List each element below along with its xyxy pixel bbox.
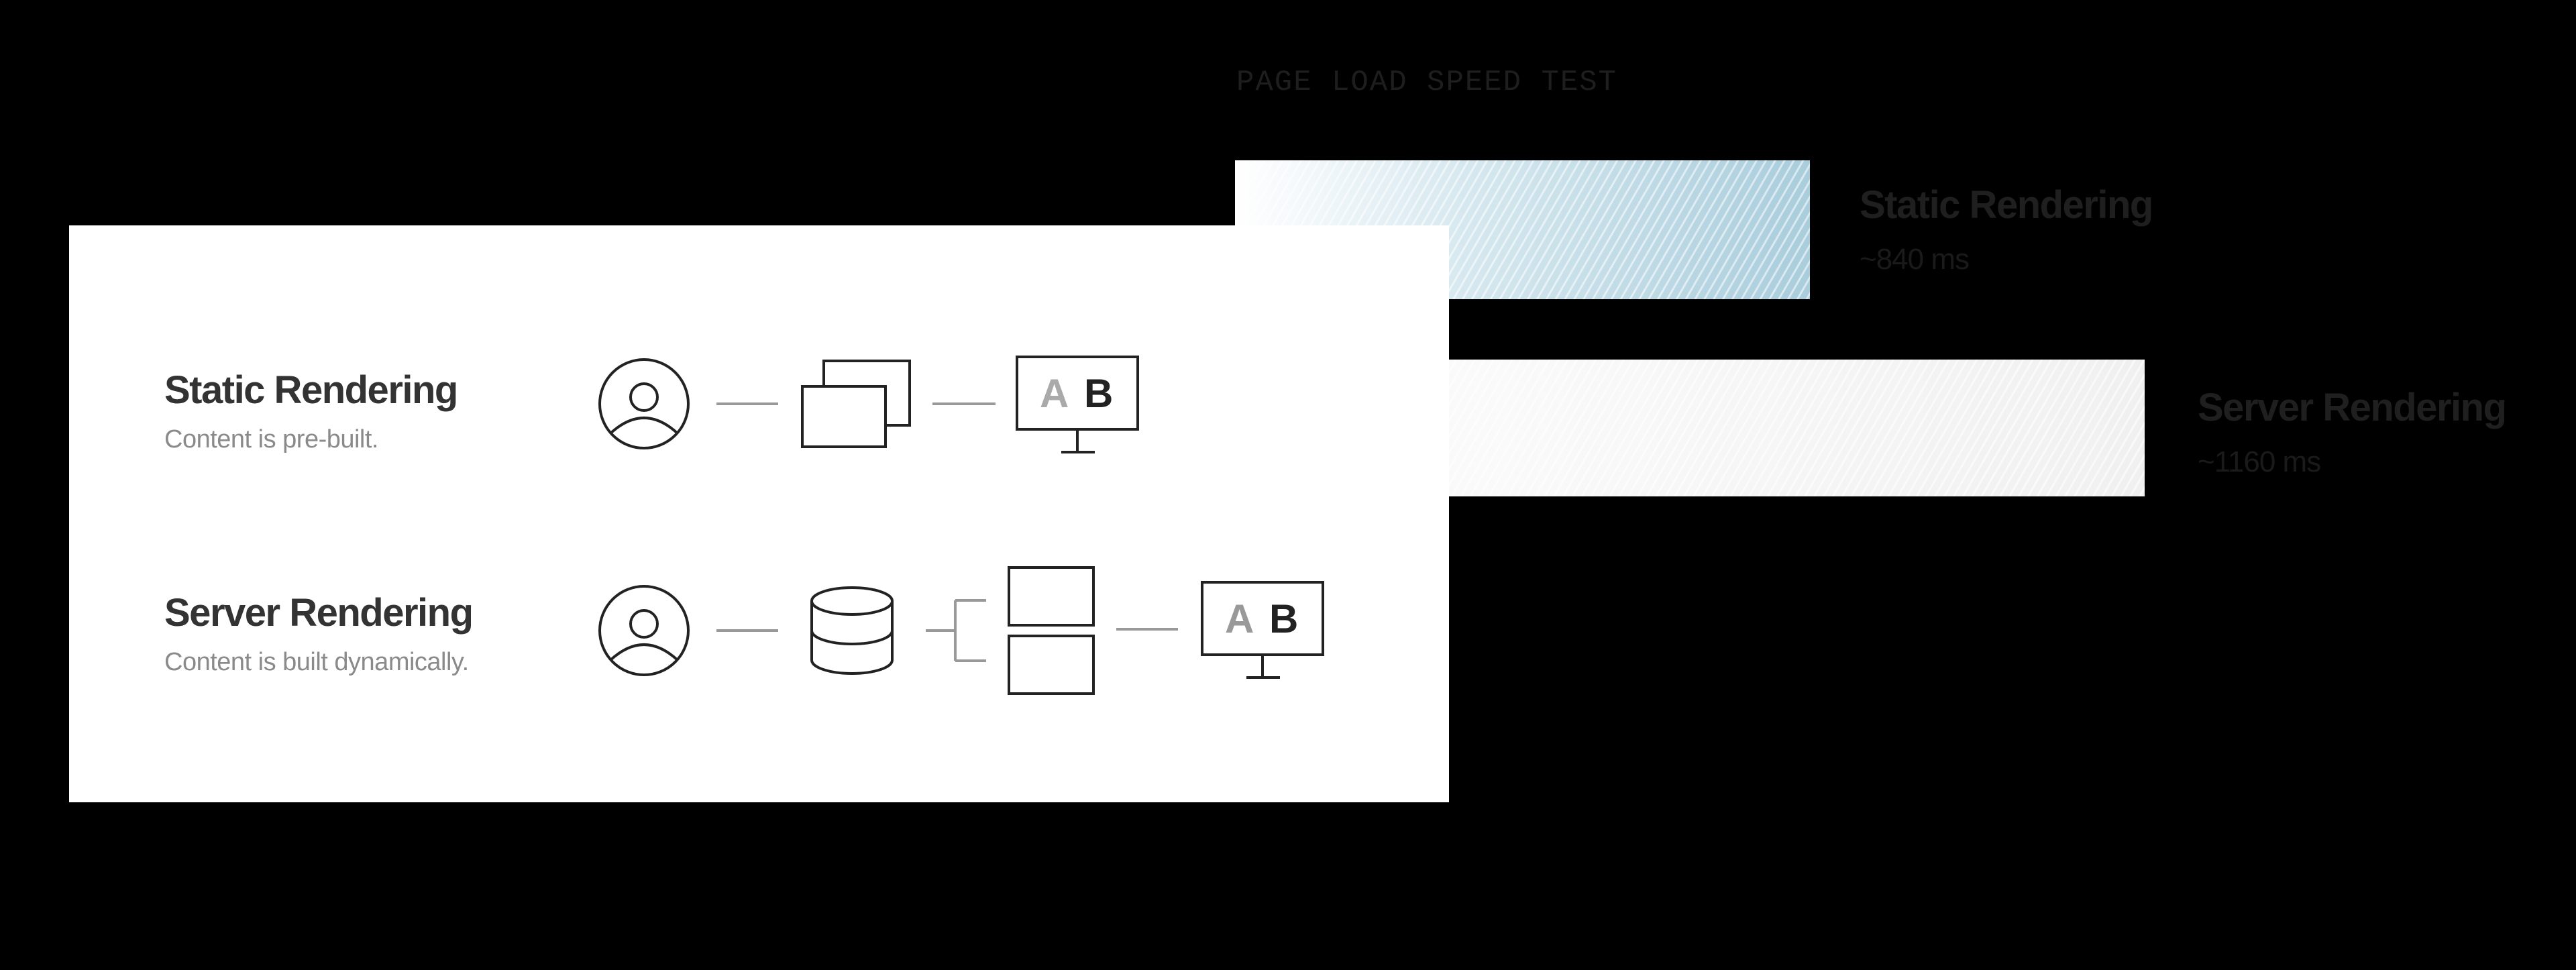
rendering-diagram-card: [69, 225, 1449, 802]
dynamic-pages-icon: [1008, 566, 1095, 695]
static-row-subtitle: Content is pre-built.: [164, 425, 379, 453]
static-row-title: Static Rendering: [164, 368, 458, 412]
server-bar-value: ~1160 ms: [2198, 445, 2321, 478]
server-bar-label: Server Rendering: [2198, 386, 2507, 429]
server-row-subtitle: Content is built dynamically.: [164, 648, 469, 676]
branch-connector: [926, 599, 986, 662]
speed-test-title: PAGE LOAD SPEED TEST: [1236, 66, 1618, 99]
monitor-icon: [1201, 581, 1324, 679]
monitor-letter-b: B: [1269, 596, 1299, 641]
user-icon: [598, 585, 690, 676]
server-row-title: Server Rendering: [164, 591, 474, 635]
user-icon: [598, 358, 690, 449]
static-bar-value: ~840 ms: [1860, 243, 1970, 276]
monitor-letter-a: A: [1225, 596, 1254, 641]
server-rendering-bar: [1409, 360, 2145, 496]
monitor-letter-b: B: [1084, 371, 1114, 416]
database-icon: [810, 586, 894, 675]
monitor-icon: [1016, 356, 1139, 453]
static-pages-icon: [801, 360, 911, 448]
static-bar-label: Static Rendering: [1860, 183, 2153, 227]
monitor-letter-a: A: [1040, 371, 1069, 416]
